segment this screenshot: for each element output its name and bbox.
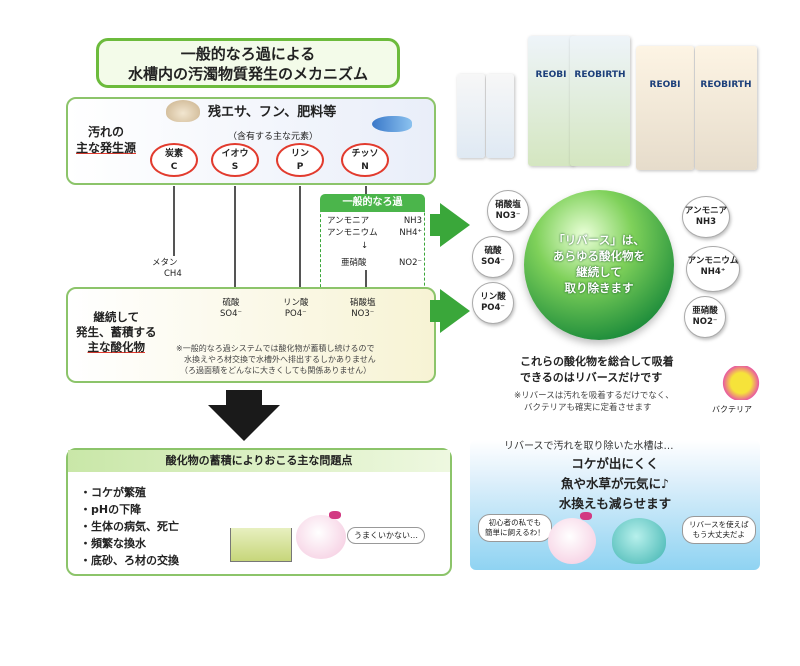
result-intro: リバースで汚れを取り除いた水槽は… xyxy=(504,441,674,452)
green-arrow-top-shaft xyxy=(430,214,442,236)
source-label-line1: 汚れの xyxy=(88,125,125,139)
speech-left: 初心者の私でも簡単に飼えるわ！ xyxy=(478,514,552,542)
source-label: 汚れの 主な発生源 xyxy=(76,124,136,156)
title-line2: 水槽内の汚濁物質発生のメカニズム xyxy=(127,65,368,83)
problems-title: 酸化物の蓄積によりおこる主な問題点 xyxy=(68,450,450,472)
general-filtration-title: 一般的なろ過 xyxy=(320,194,425,212)
result-lines: コケが出にくく 魚や水草が元気に♪ 水換えも減らせます xyxy=(558,456,672,511)
product-bottle-1 xyxy=(457,74,485,158)
arrow-sulfur xyxy=(234,186,236,288)
accumulate-label: 継続して 発生、蓄積する 主な酸化物 xyxy=(76,310,157,354)
product-box-4: REOBIRTH xyxy=(695,46,757,170)
source-title: 残エサ、フン、肥料等 xyxy=(208,105,337,120)
source-subtitle: （含有する主な元素） xyxy=(228,132,319,142)
problem-item: ・生体の病気、死亡 xyxy=(80,520,179,533)
speech-right: リバースを使えばもう大丈夫だよ xyxy=(682,516,756,544)
bacteria-label: バクテリア xyxy=(712,405,752,414)
down-arrow-head xyxy=(208,405,280,441)
down-arrow-shaft xyxy=(226,390,262,406)
green-arrow-bottom-shaft xyxy=(430,300,442,322)
green-arrow-bottom xyxy=(440,289,470,333)
crying-character-icon xyxy=(296,515,346,559)
arrow-phosphorus xyxy=(299,186,301,288)
conversion-arrow: ↓ xyxy=(361,241,369,251)
arrow-nitrite-nitrate xyxy=(365,270,367,290)
arrow-nitrogen xyxy=(365,186,367,194)
title-line1: 一般的なろ過による xyxy=(180,45,316,63)
arrow-carbon xyxy=(173,186,175,256)
problem-item: ・頻繁な換水 xyxy=(80,537,146,550)
sphere-text: 「リバース」は、 あらゆる酸化物を 継続して 取り除きます xyxy=(553,233,645,295)
bow-icon xyxy=(329,511,341,519)
problem-item: ・pHの下降 xyxy=(80,503,142,516)
summary-text: これらの酸化物を総合して吸着 できるのはリバースだけです xyxy=(520,355,674,384)
happy-pink-character-icon xyxy=(548,518,596,564)
product-bottle-2 xyxy=(486,74,514,158)
problem-item: ・底砂、ろ材の交換 xyxy=(80,554,179,567)
summary-note: ※リバースは汚れを吸着するだけでなく、 バクテリアも確実に定着させます xyxy=(514,391,674,413)
bacteria-icon xyxy=(722,366,760,400)
accumulate-note: ※一般的なろ過システムでは酸化物が蓄積し続けるので 水換えやろ材交換で水槽外へ排… xyxy=(176,344,376,375)
fish-icon xyxy=(372,116,412,132)
dirty-tank-icon xyxy=(230,528,292,562)
reobirth-sphere xyxy=(524,190,674,340)
product-box-1: REOBI xyxy=(528,36,574,166)
product-box-3: REOBI xyxy=(636,46,694,170)
problems-list: ・コケが繁殖 ・pHの下降 ・生体の病気、死亡 ・頻繁な換水 ・底砂、ろ材の交換 xyxy=(80,484,179,569)
problem-item: ・コケが繁殖 xyxy=(80,486,146,499)
source-label-line2: 主な発生源 xyxy=(76,141,137,155)
green-arrow-top xyxy=(440,203,470,247)
accumulate-box xyxy=(66,287,436,383)
diagram-title: 一般的なろ過による 水槽内の汚濁物質発生のメカニズム xyxy=(96,38,400,88)
problem-speech: うまくいかない… xyxy=(347,527,425,544)
shell-icon xyxy=(166,100,200,122)
happy-blue-character-icon xyxy=(612,518,666,564)
product-box-2: REOBIRTH xyxy=(570,36,630,166)
bow-icon xyxy=(580,512,592,520)
